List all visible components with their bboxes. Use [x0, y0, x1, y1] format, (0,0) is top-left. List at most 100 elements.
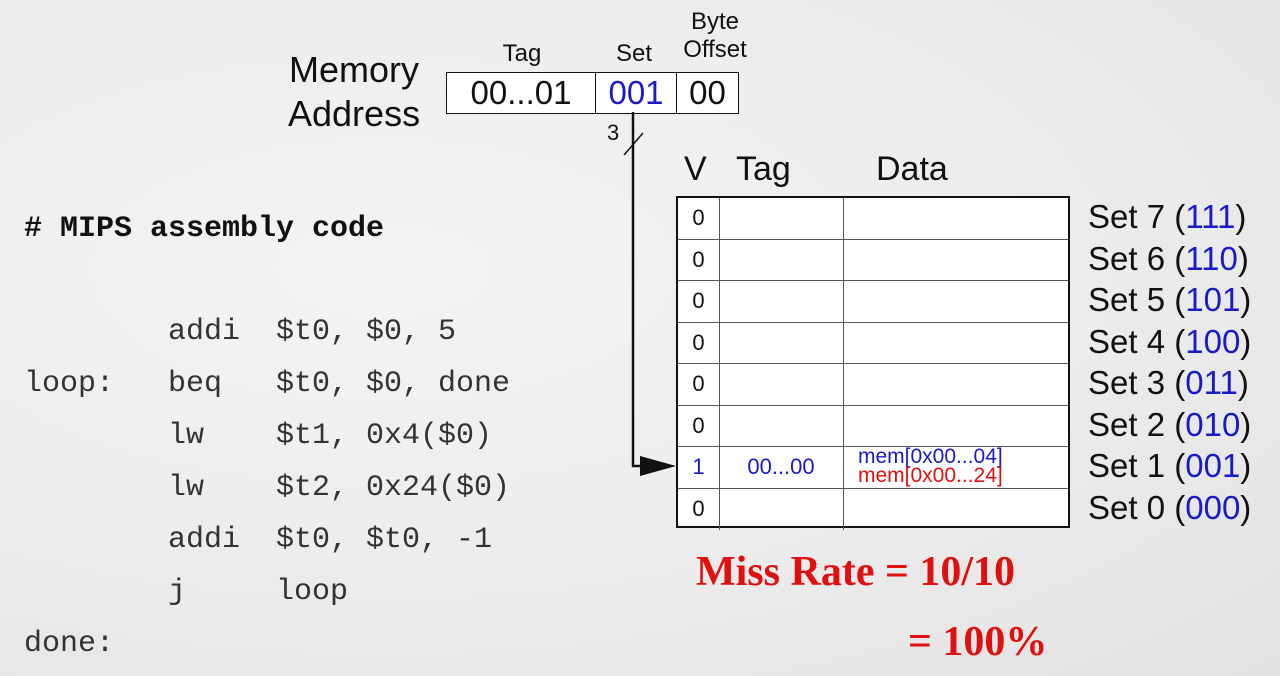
code-op: addi: [168, 523, 241, 557]
valid-bit: 0: [678, 322, 720, 363]
cache-row-set3: 0: [678, 364, 1068, 406]
set-bits: 100: [1185, 322, 1241, 360]
set-name: Set 1: [1088, 447, 1166, 484]
set-label: Set 3 (011): [1088, 364, 1249, 401]
cache-row-set5: 0: [678, 281, 1068, 323]
cache-tag-header: Tag: [736, 150, 791, 188]
tag-cell: [719, 198, 844, 239]
tag-cell: [719, 239, 844, 280]
code-op: beq: [168, 367, 223, 401]
code-op: addi: [168, 315, 241, 349]
set-bits: 111: [1185, 198, 1236, 235]
valid-bit: 0: [678, 198, 720, 239]
code-args: $t0, $0, 5: [276, 315, 457, 349]
valid-bit: 1: [678, 447, 720, 488]
code-line: j loop: [24, 566, 510, 618]
set-bits: 110: [1185, 239, 1238, 277]
set-label: Set 0 (000): [1088, 488, 1252, 526]
cache-row-set6: 0: [678, 239, 1068, 281]
bus-slash: [623, 132, 644, 156]
address-set-field: 001: [596, 73, 677, 113]
code-listing: addi $t0, $0, 5 loop: beq $t0, $0, done lw $…: [24, 306, 510, 670]
code-op: j: [168, 575, 187, 609]
valid-bit: 0: [678, 239, 720, 280]
code-op: lw: [168, 419, 205, 453]
set-label: Set 4 (100): [1088, 322, 1252, 360]
tag-cell: [719, 405, 844, 446]
byte-offset-line1: Byte: [690, 8, 740, 35]
valid-bit: 0: [678, 405, 720, 446]
data-cell: [843, 323, 1068, 364]
tag-cell: [719, 488, 844, 530]
code-title: # MIPS assembly code: [24, 212, 385, 246]
set-bits: 011: [1185, 364, 1238, 401]
tag-field-head: Tag: [502, 40, 542, 67]
address-tag-field: 00...01: [447, 73, 596, 113]
code-args: $t0, $0, done: [276, 367, 511, 401]
code-args: $t1, 0x4($0): [276, 419, 493, 453]
tag-cell: [719, 364, 844, 405]
memory-label-line2: Address: [288, 93, 421, 134]
address-offset-field: 00: [689, 74, 726, 111]
byte-offset-line2: Offset: [683, 36, 747, 63]
valid-bit: 0: [678, 364, 720, 405]
data-word-new: mem[0x00...24]: [858, 464, 1003, 487]
code-line: lw $t2, 0x24($0): [24, 462, 510, 514]
code-line: addi $t0, $0, 5: [24, 306, 510, 358]
cache-row-set2: 0: [678, 405, 1068, 447]
memory-address-box: 00...01 001 00: [446, 72, 739, 114]
cache-row-set0: 0: [678, 488, 1068, 531]
set-name: Set 0: [1088, 488, 1166, 526]
code-args: $t0, $t0, -1: [276, 523, 493, 557]
miss-rate-line2: = 100%: [908, 619, 1048, 665]
miss-rate-line1: Miss Rate = 10/10: [696, 549, 1016, 595]
tag-cell: [719, 281, 844, 322]
code-op: lw: [168, 471, 205, 505]
set-bits: 010: [1185, 405, 1241, 443]
code-args: $t2, 0x24($0): [276, 471, 511, 505]
set-label: Set 6 (110): [1088, 239, 1249, 277]
memory-address-label: Memory Address: [288, 48, 420, 136]
set-name: Set 7: [1088, 198, 1166, 235]
data-cell: [843, 364, 1068, 405]
cache-row-set1: 1 00...00 mem[0x00...04] mem[0x00...24]: [678, 445, 1068, 489]
data-cell: [843, 281, 1068, 322]
cache-v-header: V: [684, 150, 707, 188]
data-cell: [843, 406, 1068, 447]
set-label: Set 1 (001): [1088, 447, 1252, 484]
set-name: Set 6: [1088, 239, 1166, 277]
set-name: Set 3: [1088, 364, 1166, 401]
set-bits: 101: [1185, 281, 1241, 318]
set-bits-width-label: 3: [607, 120, 620, 145]
set-bits: 001: [1185, 447, 1241, 484]
cache-data-header: Data: [876, 150, 948, 188]
cache-row-set7: 0: [678, 198, 1068, 240]
valid-bit: 0: [678, 281, 720, 322]
code-line: lw $t1, 0x4($0): [24, 410, 510, 462]
code-label: done:: [24, 627, 115, 661]
set-label: Set 2 (010): [1088, 405, 1252, 443]
tag-cell: [719, 322, 844, 363]
set-name: Set 4: [1088, 322, 1166, 360]
byte-offset-field-head: Byte Offset: [676, 8, 754, 64]
data-cell: mem[0x00...04] mem[0x00...24]: [843, 445, 1068, 488]
code-label: loop:: [24, 367, 115, 401]
code-line: done:: [24, 618, 510, 670]
tag-cell: 00...00: [719, 447, 844, 488]
cache-row-set4: 0: [678, 322, 1068, 364]
data-cell: [843, 489, 1068, 531]
valid-bit: 0: [678, 488, 720, 530]
set-bits: 000: [1185, 488, 1241, 526]
data-word-old: mem[0x00...04]: [858, 445, 1003, 468]
set-index-wire: [631, 112, 668, 468]
set-labels: Set 7 (111) Set 6 (110) Set 5 (101) Set …: [1088, 196, 1251, 528]
data-cell: [843, 198, 1068, 239]
data-cell: [843, 240, 1068, 281]
code-line: addi $t0, $t0, -1: [24, 514, 510, 566]
code-args: loop: [276, 575, 349, 609]
set-name: Set 5: [1088, 281, 1166, 318]
cache-table: 0 0 0 0 0 0 1 00...00 mem[0x00...04] mem…: [676, 196, 1070, 531]
set-name: Set 2: [1088, 405, 1166, 443]
set-label: Set 5 (101): [1088, 281, 1252, 318]
